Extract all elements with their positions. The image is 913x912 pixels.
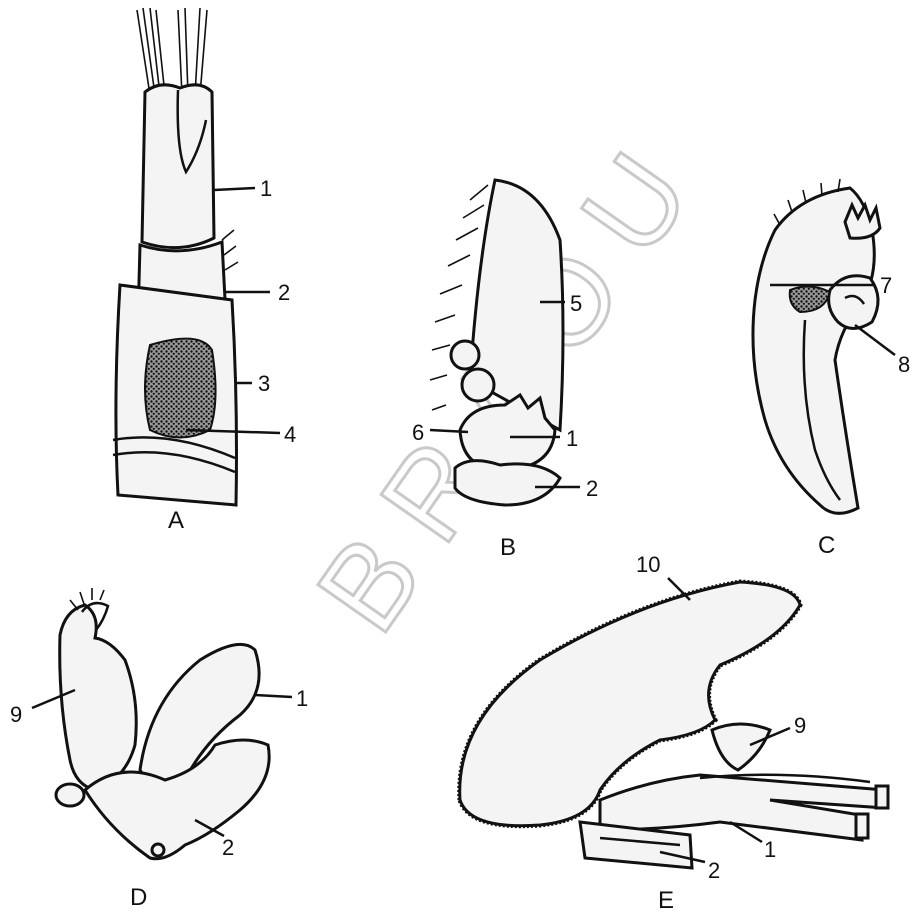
- panel-d: 9 1 2 D: [10, 588, 308, 911]
- callout-label: 6: [412, 420, 424, 445]
- panel-b-segment-2: [455, 461, 560, 505]
- panel-e-lobe-9: [712, 724, 770, 770]
- panel-e-label: E: [658, 887, 674, 912]
- panel-e-tip: [856, 814, 868, 838]
- callout-label: 1: [764, 837, 776, 862]
- panel-d-label: D: [130, 884, 147, 911]
- panel-b-label: B: [500, 534, 516, 561]
- panel-c: 7 8 C: [753, 179, 910, 559]
- panel-b-palp-segment: [451, 341, 479, 369]
- panel-c-knob: [829, 276, 878, 329]
- callout-label: 8: [898, 352, 910, 377]
- panel-e: 10 9 1 2 E: [460, 552, 888, 912]
- panel-d-joint: [152, 844, 164, 856]
- panel-d-callout-1: 1: [255, 686, 308, 711]
- panel-a-callout-3: 3: [236, 371, 270, 396]
- callout-label: 9: [10, 702, 22, 727]
- panel-e-tip: [876, 786, 888, 808]
- panel-a-bristles: [137, 8, 207, 95]
- callout-label: 2: [708, 858, 720, 883]
- panel-d-knob: [56, 784, 84, 806]
- panel-a-plate-4: [145, 339, 216, 438]
- panel-a: 1 2 3 4 A: [113, 8, 296, 534]
- callout-label: 2: [278, 280, 290, 305]
- callout-label: 10: [636, 552, 660, 577]
- callout-label: 5: [570, 291, 582, 316]
- callout-label: 3: [258, 371, 270, 396]
- panel-e-callout-10: 10: [636, 552, 690, 600]
- panel-c-teeth: [845, 205, 880, 238]
- callout-label: 1: [296, 686, 308, 711]
- panel-a-callout-2: 2: [224, 280, 290, 305]
- panel-c-callout-8: 8: [855, 325, 910, 377]
- callout-label: 7: [880, 273, 892, 298]
- callout-label: 1: [566, 426, 578, 451]
- callout-label: 4: [284, 422, 296, 447]
- panel-c-label: C: [818, 532, 835, 559]
- panel-d-lobe-9: [60, 605, 137, 790]
- callout-label: 2: [586, 476, 598, 501]
- callout-label: 1: [260, 176, 272, 201]
- panel-b-palp-segment: [462, 369, 494, 401]
- callout-label: 9: [794, 713, 806, 738]
- panel-a-label: A: [168, 507, 184, 534]
- callout-label: 2: [222, 835, 234, 860]
- panel-a-callout-1: 1: [214, 176, 272, 201]
